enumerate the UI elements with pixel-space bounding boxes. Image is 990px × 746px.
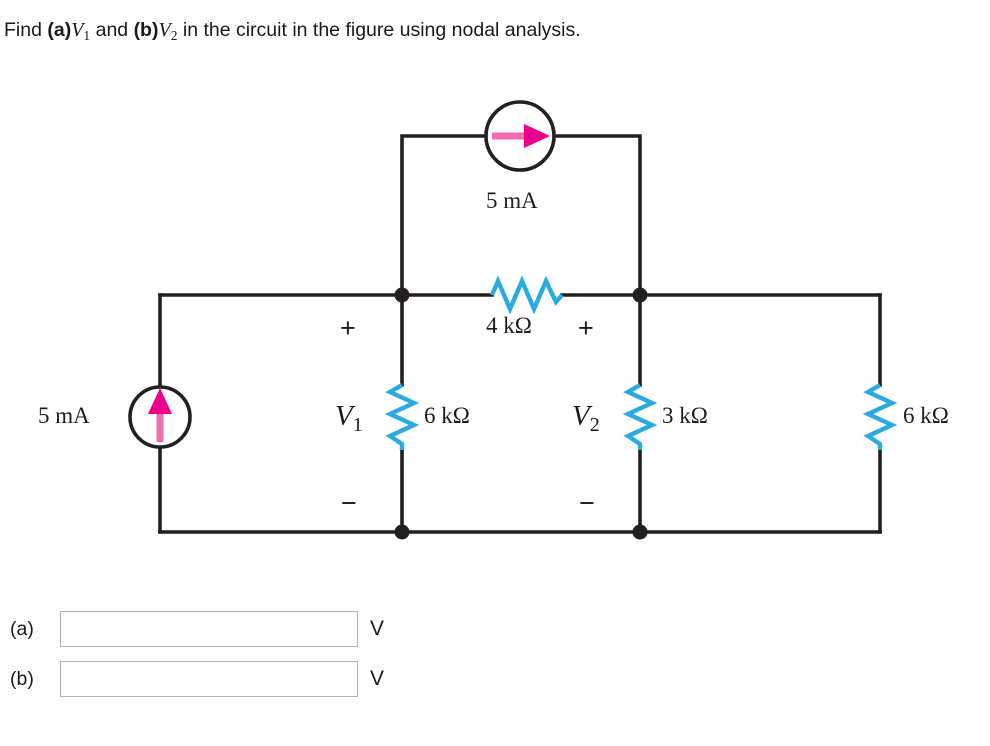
- question-part-b-tag: (b): [133, 19, 159, 41]
- circuit-junction-dots: [394, 287, 648, 540]
- v2-minus-sign: −: [579, 488, 595, 518]
- answer-row-b: (b) V: [0, 654, 990, 704]
- resistor-4k-label: 4 kΩ: [486, 313, 532, 338]
- circuit-schematic-svg: [128, 100, 898, 540]
- answer-area: (a) V (b) V: [0, 604, 990, 704]
- resistor-v2-3k-zigzag: [622, 383, 658, 450]
- current-source-left-symbol: [128, 385, 192, 449]
- wire-top-right: [548, 134, 642, 297]
- v1-node-label-subscript: 1: [352, 414, 363, 436]
- answer-unit-b: V: [370, 667, 385, 690]
- current-source-left-arrow-shaft: [156, 400, 164, 442]
- question-var-v1-subscript: 1: [83, 27, 91, 43]
- resistor-4k-zigzag: [489, 275, 564, 315]
- question-tail: in the circuit in the figure using nodal…: [182, 19, 581, 41]
- answer-input-a[interactable]: [60, 611, 358, 647]
- node-dot-v1-bottom: [394, 524, 410, 540]
- answer-label-a: (a): [10, 617, 34, 640]
- v2-node-label-subscript: 2: [589, 414, 600, 436]
- question-prompt: Find (a)V1 and (b)V2 in the circuit in t…: [4, 18, 581, 45]
- circuit-resistors: [384, 275, 898, 450]
- current-source-left-label: 5 mA: [38, 403, 90, 428]
- answer-label-b: (b): [10, 667, 34, 690]
- v1-node-label: V1: [335, 400, 363, 437]
- node-dot-v2-bottom: [632, 524, 648, 540]
- resistor-right-6k-zigzag: [862, 383, 898, 450]
- question-var-v2: V: [158, 19, 171, 41]
- circuit-wires: [158, 134, 882, 534]
- circuit-diagram: 5 mA 5 mA 4 kΩ + V1 − 6 kΩ + V2 − 3 kΩ 6…: [0, 70, 990, 590]
- answer-input-b[interactable]: [60, 661, 358, 697]
- resistor-v1-6k-zigzag: [384, 383, 420, 450]
- question-lead: Find: [4, 19, 42, 41]
- question-part-a-tag: (a): [47, 19, 72, 41]
- node-dot-v2-top: [632, 287, 648, 303]
- current-source-top-arrow-shaft: [492, 132, 528, 140]
- current-source-top-label: 5 mA: [486, 188, 538, 213]
- v2-plus-sign: +: [578, 313, 594, 343]
- v1-node-label-name: V: [335, 400, 353, 432]
- node-dot-v1-top: [394, 287, 410, 303]
- resistor-right-6k-label: 6 kΩ: [903, 403, 949, 428]
- wire-top-left: [400, 134, 492, 297]
- resistor-v1-6k-label: 6 kΩ: [424, 403, 470, 428]
- v2-node-label-name: V: [572, 400, 590, 432]
- answer-row-a: (a) V: [0, 604, 990, 654]
- v1-plus-sign: +: [340, 313, 356, 343]
- answer-unit-a: V: [370, 617, 385, 640]
- question-var-v1: V: [71, 19, 84, 41]
- question-var-v2-subscript: 2: [170, 27, 178, 43]
- v2-node-label: V2: [572, 400, 600, 437]
- current-source-left-arrow-head: [148, 388, 172, 414]
- current-source-top-arrow-head: [524, 124, 550, 148]
- resistor-v2-3k-label: 3 kΩ: [662, 403, 708, 428]
- v1-minus-sign: −: [341, 488, 357, 518]
- current-source-top-symbol: [484, 100, 556, 172]
- question-conjunction: and: [95, 19, 129, 41]
